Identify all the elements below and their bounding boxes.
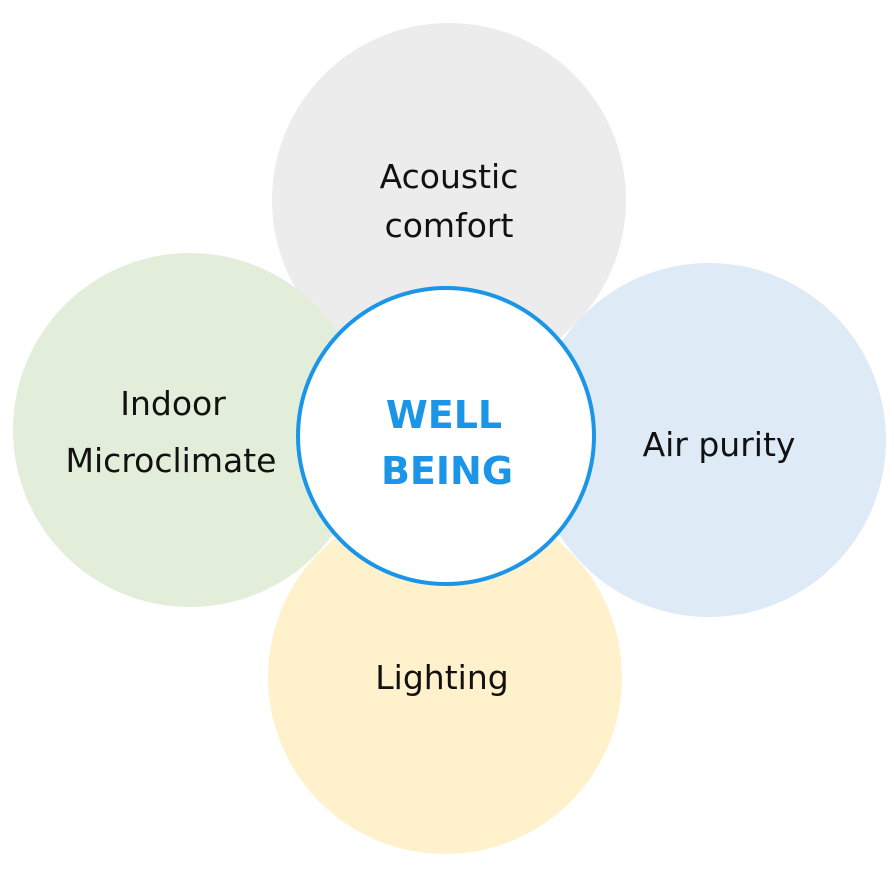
- acoustic-comfort-label-line1: Acoustic: [380, 157, 519, 196]
- well-being-label-line2: BEING: [381, 449, 513, 493]
- well-being-label-line1: WELL: [386, 393, 502, 437]
- indoor-microclimate-label-line2: Microclimate: [66, 441, 277, 480]
- air-purity-label: Air purity: [643, 425, 796, 464]
- well-being-center-circle: [296, 286, 596, 586]
- air-purity-circle: [532, 263, 886, 617]
- indoor-microclimate-label-line1: Indoor: [120, 384, 226, 423]
- acoustic-comfort-circle: [272, 23, 626, 377]
- lighting-label: Lighting: [375, 658, 508, 697]
- lighting-circle: [268, 500, 622, 854]
- indoor-microclimate-circle: [13, 253, 367, 607]
- acoustic-comfort-label-line2: comfort: [385, 206, 514, 245]
